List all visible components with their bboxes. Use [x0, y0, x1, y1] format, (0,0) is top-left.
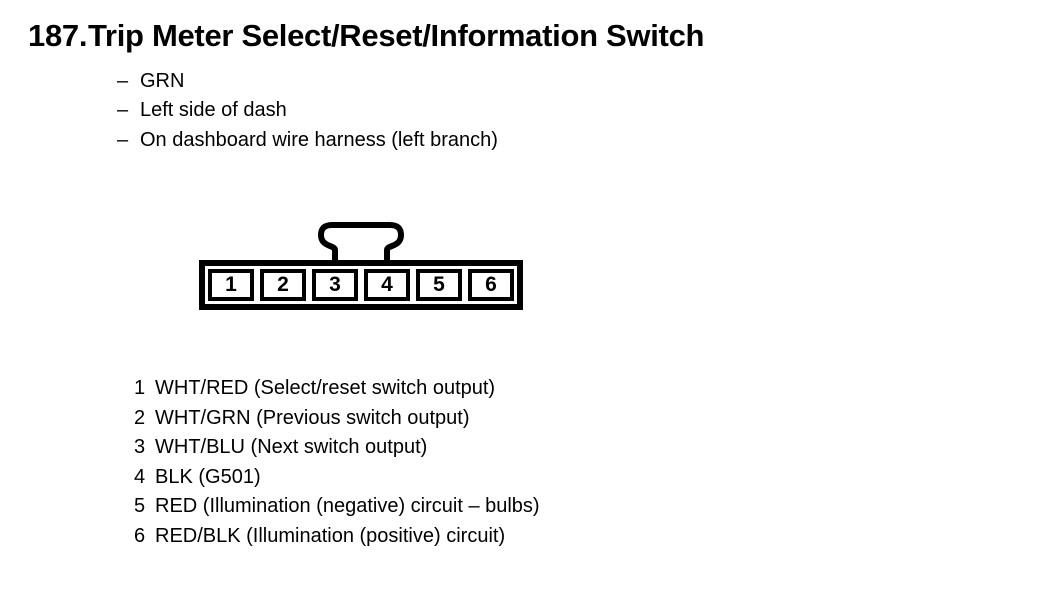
legend-pin-number: 1 [134, 377, 146, 399]
legend-pin-description: RED (Illumination (negative) circuit – b… [155, 495, 540, 517]
location-note: – On dashboard wire harness (left branch… [117, 129, 498, 158]
location-note-text: GRN [140, 70, 185, 92]
location-notes-list: – GRN – Left side of dash – On dashboard… [117, 70, 498, 158]
connector-latch-tab-icon [318, 222, 404, 264]
legend-pin-description: BLK (G501) [155, 465, 261, 488]
section-title-row: 187. Trip Meter Select/Reset/Information… [28, 18, 704, 54]
pin-number: 4 [381, 273, 393, 296]
legend-row: 5 RED (Illumination (negative) circuit –… [134, 495, 540, 525]
pin-number: 2 [277, 273, 289, 296]
pin-number: 3 [329, 273, 341, 296]
location-note: – GRN [117, 70, 498, 99]
legend-pin-number: 5 [134, 495, 146, 517]
location-note-text: On dashboard wire harness (left branch) [140, 128, 498, 151]
location-note: – Left side of dash [117, 99, 498, 128]
legend-row: 3 WHT/BLU (Next switch output) [134, 436, 540, 466]
legend-pin-number: 4 [134, 465, 146, 488]
legend-row: 2 WHT/GRN (Previous switch output) [134, 407, 540, 437]
legend-pin-description: WHT/GRN (Previous switch output) [155, 406, 470, 429]
connector-diagram: 1 2 3 4 5 6 [199, 222, 523, 310]
pin-box-3: 3 [312, 269, 358, 301]
pin-number: 6 [485, 273, 497, 296]
pin-number: 5 [433, 273, 445, 296]
legend-pin-number: 6 [134, 524, 146, 547]
legend-row: 6 RED/BLK (Illumination (positive) circu… [134, 525, 540, 555]
pin-number: 1 [225, 273, 237, 296]
legend-row: 1 WHT/RED (Select/reset switch output) [134, 377, 540, 407]
page-title: Trip Meter Select/Reset/Information Swit… [88, 18, 705, 53]
dash-bullet: – [117, 99, 129, 122]
pin-box-2: 2 [260, 269, 306, 301]
legend-row: 4 BLK (G501) [134, 466, 540, 496]
dash-bullet: – [117, 128, 129, 151]
connector-body: 1 2 3 4 5 6 [199, 260, 523, 310]
pin-box-5: 5 [416, 269, 462, 301]
section-number: 187. [28, 18, 88, 53]
legend-pin-description: WHT/RED (Select/reset switch output) [155, 377, 496, 399]
pin-box-4: 4 [364, 269, 410, 301]
legend-pin-description: WHT/BLU (Next switch output) [155, 436, 428, 458]
location-note-text: Left side of dash [140, 99, 287, 122]
legend-pin-number: 2 [134, 406, 146, 429]
pin-box-6: 6 [468, 269, 514, 301]
legend-pin-number: 3 [134, 436, 146, 458]
pinout-legend: 1 WHT/RED (Select/reset switch output) 2… [134, 377, 540, 554]
dash-bullet: – [117, 70, 129, 92]
legend-pin-description: RED/BLK (Illumination (positive) circuit… [155, 524, 506, 547]
pin-box-1: 1 [208, 269, 254, 301]
